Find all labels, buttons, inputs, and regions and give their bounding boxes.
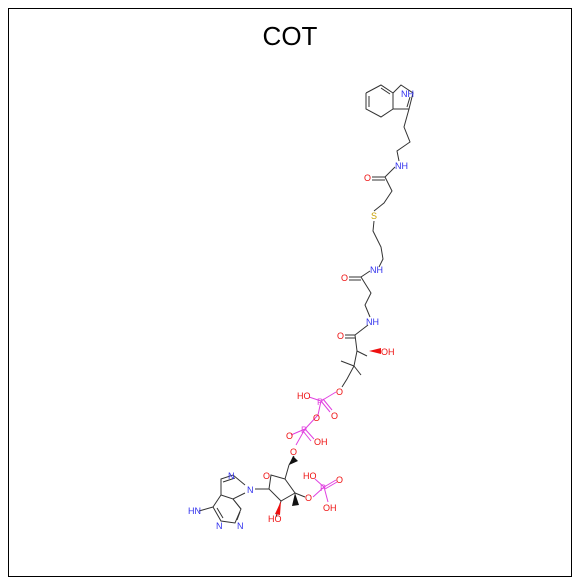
ribose-3-oxygen-label: O <box>305 493 312 503</box>
wedge-bond <box>369 348 381 354</box>
amine-nitrogen-label: HN <box>188 506 201 516</box>
phosphate-hydroxyl-label: HO <box>297 391 311 401</box>
adenine-n7-label: N <box>228 471 235 481</box>
ribose-ring-oxygen-label: O <box>263 471 270 481</box>
adenine-n3-label: N <box>237 521 244 531</box>
bond-skeleton <box>198 84 414 524</box>
wedge-bond <box>289 456 298 465</box>
indole-nitrogen-label: NH <box>401 89 414 99</box>
amide-nitrogen-label: NH <box>395 161 408 171</box>
carbonyl-oxygen-label: O <box>337 331 344 341</box>
wedge-bond <box>275 501 281 515</box>
phosphate-oxygen-label: O <box>336 475 343 485</box>
figure-title: COT <box>262 21 318 51</box>
phosphate-hydroxyl-label: OH <box>323 503 337 513</box>
phosphorus-label: P <box>301 425 307 435</box>
phosphorus-label: P <box>320 483 326 493</box>
carbonyl-oxygen-label: O <box>341 273 348 283</box>
adenine-n1-label: N <box>216 521 223 531</box>
wedge-bond <box>292 493 299 506</box>
phosphate-hydroxyl-label: HO <box>303 471 317 481</box>
hydroxyl-label: OH <box>381 347 395 357</box>
ester-oxygen-label: O <box>336 387 343 397</box>
bridging-oxygen-label: O <box>313 413 320 423</box>
phosphate-oxygen-label: O <box>331 411 338 421</box>
phosphorus-label: P <box>317 397 323 407</box>
phosphate-oxygen-label: O <box>286 431 293 441</box>
amide-nitrogen-label: NH <box>370 265 383 275</box>
ribose-5-oxygen-label: O <box>290 447 297 457</box>
ribose-hydroxyl-label: HO <box>268 514 282 524</box>
molecule-diagram: NH NH O S NH O NH O OH O HO P O O P O OH… <box>188 84 414 531</box>
adenine-n9-label: N <box>247 485 254 495</box>
phosphate-hydroxyl-label: OH <box>314 437 328 447</box>
figure-frame: COT <box>8 8 572 577</box>
carbonyl-oxygen-label: O <box>364 173 371 183</box>
sulfur-label: S <box>371 211 377 221</box>
amide-nitrogen-label: NH <box>366 317 379 327</box>
